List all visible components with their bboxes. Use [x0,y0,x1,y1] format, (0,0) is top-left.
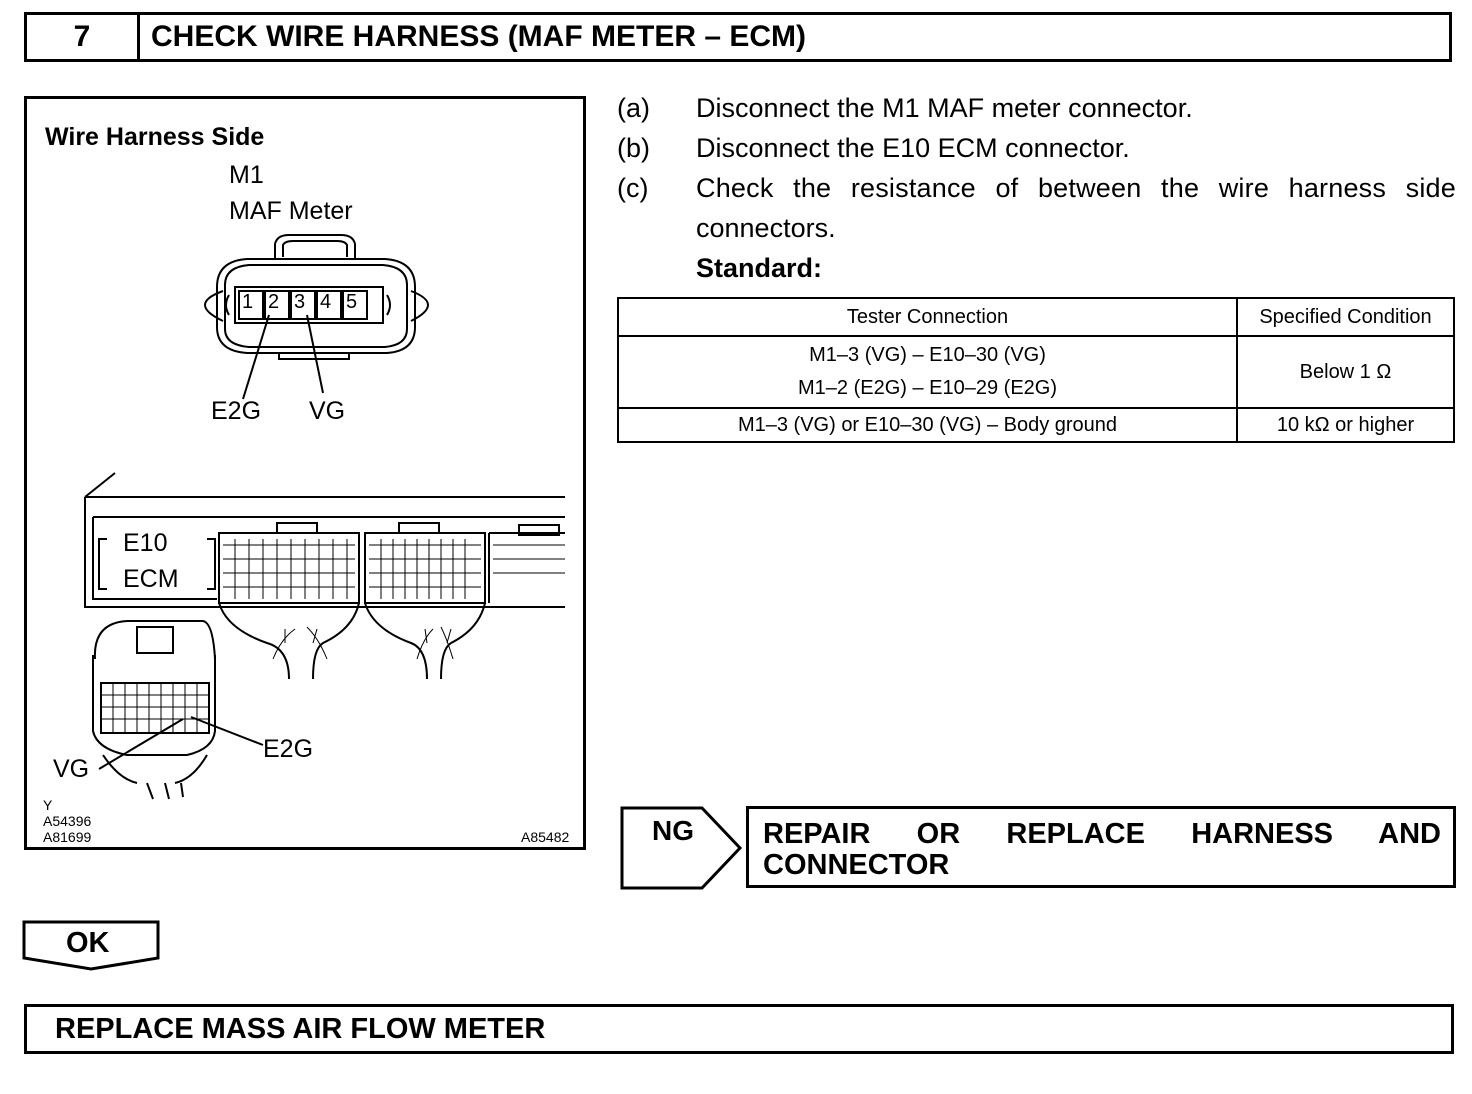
ng-action-box: REPAIR OR REPLACE HARNESS AND CONNECTOR [746,806,1456,888]
pin-5-label: 5 [346,291,358,313]
header-specified-condition: Specified Condition [1236,297,1455,337]
ng-action-line-2: CONNECTOR [763,849,950,881]
figure-code-1: A54396 [43,813,92,829]
ecm-id-label: E10 [123,529,168,557]
connector-id-label: M1 [229,161,264,189]
instruction-c-letter: (c) [617,173,649,203]
instruction-b-text: Disconnect the E10 ECM connector. [696,133,1130,163]
ecm-vg-label: VG [53,755,90,783]
table-cell-connection: M1–3 (VG) or E10–30 (VG) – Body ground [617,407,1238,443]
instruction-b-letter: (b) [617,133,650,163]
standard-label: Standard: [696,253,823,283]
ng-label: NG [652,815,694,846]
vg-label: VG [309,397,346,425]
header-tester-connection: Tester Connection [617,297,1238,337]
instruction-c-text: Check the resistance of between the wire… [696,173,1456,203]
figure-code-3: A85482 [521,829,570,845]
pin-4-label: 4 [320,291,332,313]
step-title: CHECK WIRE HARNESS (MAF METER – ECM) [151,20,807,53]
final-action-box: REPLACE MASS AIR FLOW METER [24,1004,1454,1054]
instruction-a-text: Disconnect the M1 MAF meter connector. [696,93,1193,123]
table-cell-condition: 10 kΩ or higher [1236,407,1455,443]
pin-3-label: 3 [294,291,306,313]
wiring-diagram: Wire Harness Side M1 MAF Meter 1 2 3 4 5… [24,96,586,850]
connection-line-1: M1–3 (VG) – E10–30 (VG) [809,344,1046,366]
table-cell-connection: M1–3 (VG) – E10–30 (VG) M1–2 (E2G) – E10… [617,335,1238,409]
figure-code-2: A81699 [43,829,92,845]
final-action-text: REPLACE MASS AIR FLOW METER [55,1012,546,1045]
pin-1-label: 1 [242,291,254,313]
standard-table: Tester Connection Specified Condition M1… [617,297,1455,443]
ng-arrow-icon [620,806,743,890]
ok-arrow-icon [22,920,160,971]
pin-2-label: 2 [268,291,280,313]
figure-code-y: Y [43,797,53,813]
instruction-c-text-2: connectors. [696,213,836,243]
table-cell-condition: Below 1 Ω [1236,335,1455,409]
diagram-heading: Wire Harness Side [45,123,265,151]
table-row: M1–3 (VG) or E10–30 (VG) – Body ground 1… [617,407,1455,443]
table-header-row: Tester Connection Specified Condition [617,297,1455,337]
connection-line-2: M1–2 (E2G) – E10–29 (E2G) [797,377,1057,399]
ecm-e2g-label: E2G [263,735,314,763]
e2g-label: E2G [211,397,262,425]
connector-name-label: MAF Meter [229,197,353,225]
table-row: M1–3 (VG) – E10–30 (VG) M1–2 (E2G) – E10… [617,335,1455,409]
instruction-a-letter: (a) [617,93,650,123]
ecm-name-label: ECM [123,565,179,593]
ng-action-line-1: REPAIR OR REPLACE HARNESS AND [763,818,1441,850]
ok-label: OK [66,927,110,959]
step-header: 7 CHECK WIRE HARNESS (MAF METER – ECM) [24,12,1452,62]
connector-illustration [84,234,565,800]
step-number: 7 [27,15,140,59]
